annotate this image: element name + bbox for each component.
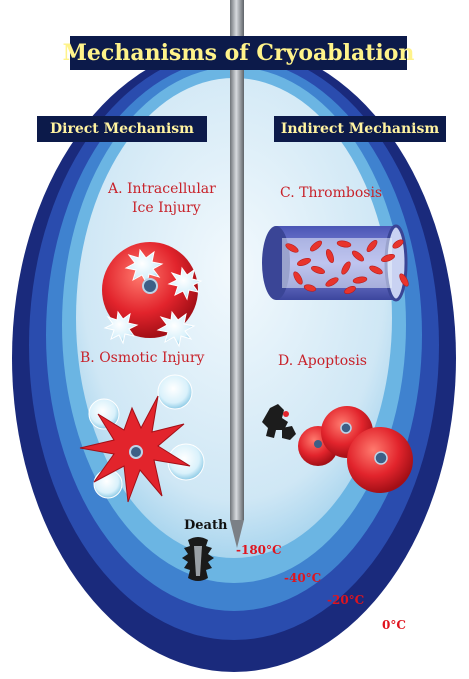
temp-minus-20: -20°C (327, 593, 364, 607)
indirect-mechanism-header: Indirect Mechanism (274, 116, 446, 142)
label-ice-injury: Ice Injury (132, 199, 201, 217)
cryoprobe-shaft (230, 0, 244, 520)
temp-minus-40: -40°C (284, 571, 321, 585)
direct-mechanism-header: Direct Mechanism (37, 116, 207, 142)
label-apoptosis: D. Apoptosis (278, 352, 367, 370)
label-osmotic-injury: B. Osmotic Injury (80, 349, 204, 367)
label-death: Death (184, 518, 227, 533)
diagram-title: Mechanisms of Cryoablation (70, 36, 407, 70)
label-intracellular: A. Intracellular (108, 180, 216, 198)
temp-minus-180: -180°C (236, 543, 282, 557)
label-thrombosis: C. Thrombosis (280, 184, 382, 202)
temp-zero: 0°C (382, 618, 406, 632)
thrombosis-vessel (262, 226, 410, 300)
